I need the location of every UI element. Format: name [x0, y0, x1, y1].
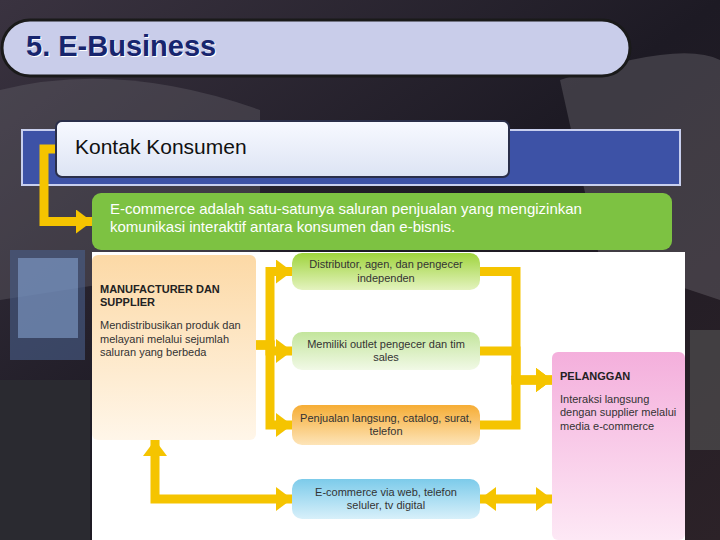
channel-box: E-commerce via web, telefon seluler, tv …	[292, 479, 480, 519]
box-text: Mendistribusikan produk dan melayani mel…	[100, 319, 248, 359]
box-text: Kontak Konsumen	[75, 134, 490, 159]
channel-box: Penjualan langsung, catalog, surat, tele…	[292, 405, 480, 445]
channel-box: Distributor, agen, dan pengecer independ…	[292, 253, 480, 290]
flow-arrow	[480, 380, 552, 425]
box-text: Distributor, agen, dan pengecer independ…	[300, 258, 472, 284]
flow-arrow	[256, 272, 292, 346]
box-heading: PELANGGAN	[560, 370, 677, 383]
flow-arrow	[256, 345, 292, 425]
flow-arrow	[155, 440, 292, 499]
box-text: Penjualan langsung, catalog, surat, tele…	[300, 412, 472, 438]
channel-box: Memiliki outlet pengecer dan tim sales	[292, 332, 480, 370]
flow-arrow	[480, 495, 552, 504]
manufacturer-box: MANUFACTURER DAN SUPPLIER Mendistribusika…	[92, 255, 256, 440]
contact-box: Kontak Konsumen	[55, 120, 510, 178]
slide-title: 5. E-Business	[26, 30, 216, 63]
box-text: Memiliki outlet pengecer dan tim sales	[300, 338, 472, 364]
flow-arrow	[480, 272, 552, 381]
box-text: Interaksi langsung dengan supplier melal…	[560, 393, 677, 433]
box-heading: MANUFACTURER DAN SUPPLIER	[100, 283, 248, 309]
definition-box: E-commerce adalah satu-satunya saluran p…	[92, 193, 672, 250]
box-text: E-commerce adalah satu-satunya saluran p…	[110, 200, 654, 236]
customer-box: PELANGGAN Interaksi langsung dengan suppl…	[552, 352, 685, 540]
box-text: E-commerce via web, telefon seluler, tv …	[300, 486, 472, 512]
